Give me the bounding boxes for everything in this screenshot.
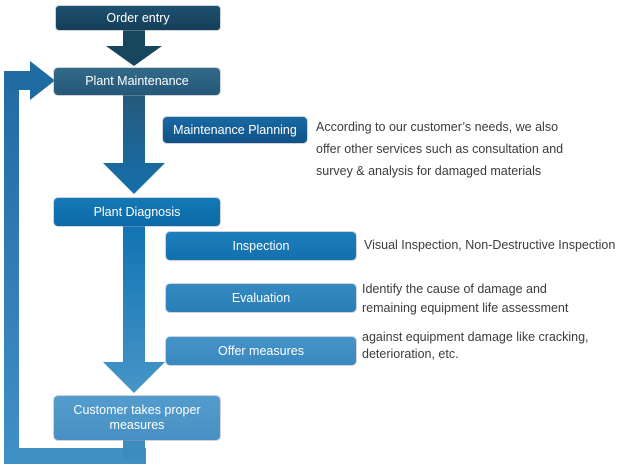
evaluation-description: Identify the cause of damage and remaini…: [362, 280, 568, 318]
maintenance-planning-description: According to our customer’s needs, we al…: [316, 116, 563, 182]
inspection-label: Inspection: [232, 238, 290, 253]
loop-arrow-stub-line: [123, 438, 145, 460]
description-line: Visual Inspection, Non-Destructive Inspe…: [364, 238, 616, 252]
description-line: Identify the cause of damage and: [362, 282, 547, 296]
plant-maintenance-box: Plant Maintenance: [54, 68, 220, 95]
down-arrow-order-to-maintenance-icon: [106, 30, 162, 66]
customer-measures-label-line2: measures: [109, 418, 165, 432]
customer-measures-box: Customer takes proper measures: [54, 396, 220, 440]
order-entry-label: Order entry: [106, 10, 170, 25]
description-line: deterioration, etc.: [362, 347, 459, 361]
plant-diagnosis-box: Plant Diagnosis: [54, 198, 220, 226]
plant-maintenance-label: Plant Maintenance: [85, 74, 189, 88]
description-line: remaining equipment life assessment: [362, 301, 569, 315]
inspection-box: Inspection: [166, 232, 356, 260]
loop-arrowhead-icon: [30, 61, 55, 100]
description-line: According to our customer’s needs, we al…: [316, 120, 559, 134]
loop-arrow-top-line: [4, 71, 31, 90]
description-line: offer other services such as consultatio…: [316, 142, 564, 156]
maintenance-planning-label: Maintenance Planning: [173, 122, 297, 137]
evaluation-label: Evaluation: [231, 290, 291, 305]
order-entry-box: Order entry: [56, 6, 220, 30]
offer-measures-label: Offer measures: [218, 343, 304, 358]
description-line: survey & analysis for damaged materials: [316, 164, 542, 178]
customer-measures-label-line1: Customer takes proper: [73, 403, 201, 417]
down-arrow-diagnosis-to-customer-icon: [103, 226, 165, 393]
evaluation-box: Evaluation: [166, 284, 356, 312]
inspection-description: Visual Inspection, Non-Destructive Inspe…: [364, 237, 615, 253]
plant-diagnosis-label: Plant Diagnosis: [93, 204, 181, 219]
loop-arrow-left-line: [4, 71, 19, 464]
offer-measures-box: Offer measures: [166, 337, 356, 365]
loop-arrow-bottom-line: [4, 448, 146, 464]
down-arrow-maintenance-to-diagnosis-icon: [103, 95, 165, 194]
offer-measures-description: against equipment damage like cracking, …: [362, 329, 589, 363]
description-line: against equipment damage like cracking,: [362, 330, 589, 344]
maintenance-planning-box: Maintenance Planning: [163, 117, 307, 143]
